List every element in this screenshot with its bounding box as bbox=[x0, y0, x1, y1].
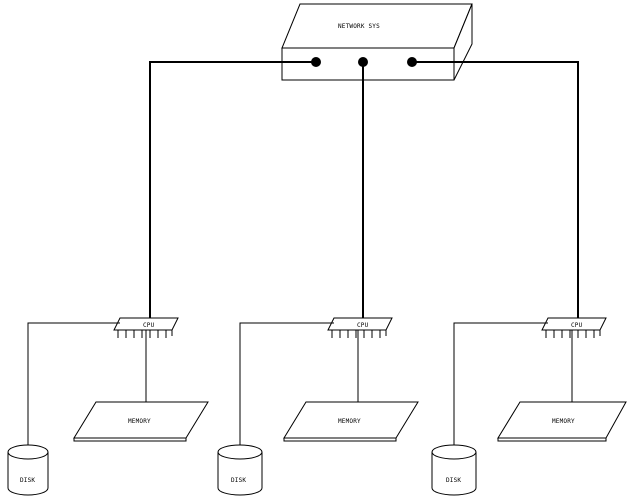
network-box-front bbox=[281, 47, 455, 81]
disk-body bbox=[7, 452, 49, 496]
node-3: CPU MEMORY DISK bbox=[431, 317, 627, 496]
cpu-label: CPU bbox=[357, 322, 369, 329]
cpu-to-disk-wire bbox=[453, 322, 548, 450]
disk-cylinder: DISK bbox=[431, 444, 477, 496]
memory-label: MEMORY bbox=[128, 418, 151, 425]
node-2: CPU MEMORY DISK bbox=[217, 317, 419, 496]
cpu-chip: CPU bbox=[327, 317, 393, 338]
memory-board: MEMORY bbox=[497, 401, 627, 442]
network-box-label: NETWORK SYS bbox=[338, 23, 380, 30]
disk-label: DISK bbox=[231, 477, 246, 484]
cpu-to-disk-wire bbox=[27, 322, 120, 450]
network-box: NETWORK SYS bbox=[281, 3, 473, 81]
node-1: CPU MEMORY DISK bbox=[7, 317, 209, 496]
network-wire-3 bbox=[412, 61, 579, 318]
cpu-chip: CPU bbox=[113, 317, 179, 338]
memory-board-edge bbox=[283, 437, 397, 442]
disk-label: DISK bbox=[20, 477, 35, 484]
network-wires bbox=[149, 61, 579, 318]
disk-label: DISK bbox=[446, 477, 461, 484]
network-wire-1 bbox=[149, 61, 316, 318]
disk-cylinder: DISK bbox=[217, 444, 263, 496]
memory-board-edge bbox=[497, 437, 607, 442]
disk-cylinder: DISK bbox=[7, 444, 49, 496]
cpu-chip: CPU bbox=[541, 317, 607, 338]
disk-top bbox=[7, 444, 49, 460]
disk-body bbox=[431, 452, 477, 496]
cpu-label: CPU bbox=[571, 322, 583, 329]
disk-body bbox=[217, 452, 263, 496]
cpu-pins bbox=[545, 330, 601, 338]
memory-board: MEMORY bbox=[283, 401, 419, 442]
cpu-pins bbox=[117, 330, 173, 338]
cpu-to-disk-wire bbox=[239, 322, 334, 450]
cpu-label: CPU bbox=[143, 322, 155, 329]
memory-board-edge bbox=[73, 437, 187, 442]
disk-top bbox=[217, 444, 263, 460]
memory-label: MEMORY bbox=[338, 418, 361, 425]
memory-board: MEMORY bbox=[73, 401, 209, 442]
memory-label: MEMORY bbox=[552, 418, 575, 425]
cpu-pins bbox=[331, 330, 387, 338]
disk-top bbox=[431, 444, 477, 460]
